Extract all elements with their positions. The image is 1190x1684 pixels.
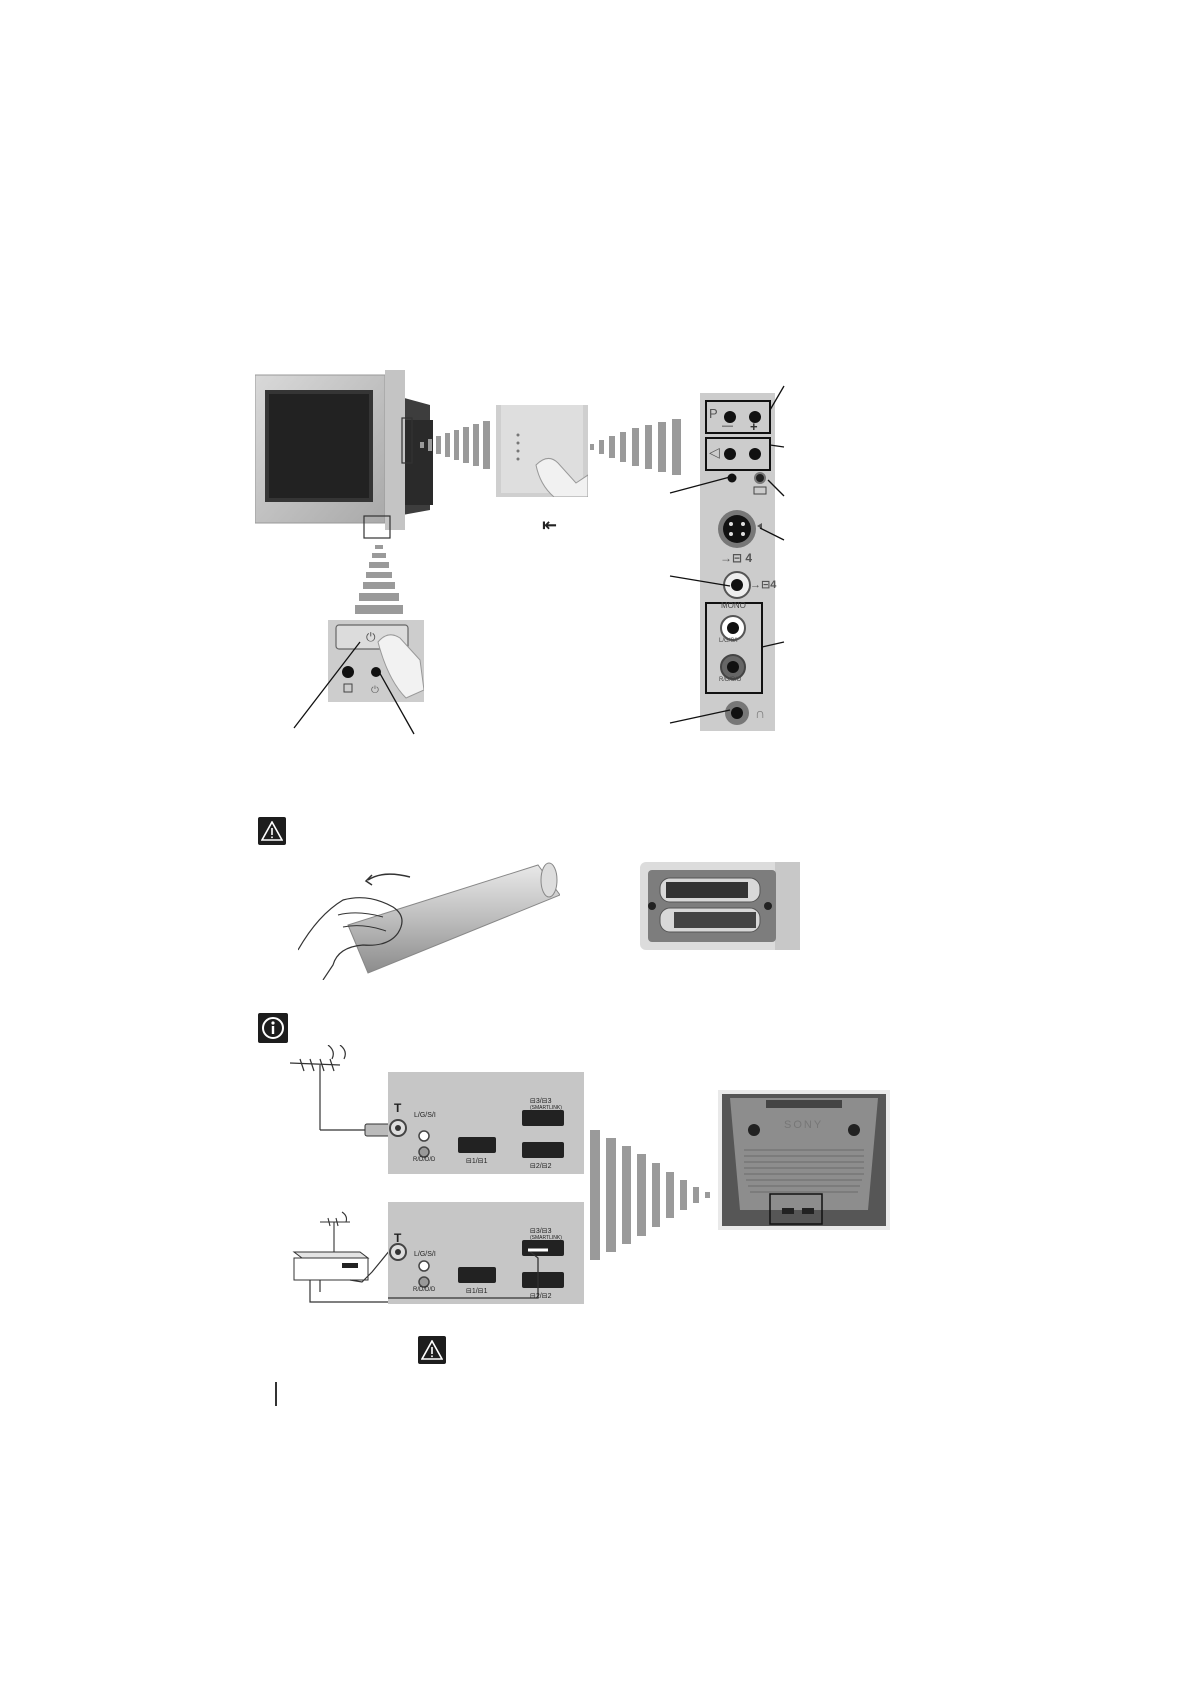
rear-audio-right-label-2: R/D/D/D xyxy=(413,1287,436,1293)
rear-panel-antenna-details xyxy=(389,1110,564,1158)
front-panel-callout-lines xyxy=(669,385,785,724)
rear-audio-right-label: R/D/D/D xyxy=(413,1157,436,1163)
volume-plus-button xyxy=(749,448,761,460)
info-icon xyxy=(262,1017,284,1039)
program-minus-button xyxy=(724,411,736,423)
program-plus-label: + xyxy=(750,419,758,434)
menu-button-symbol: ⇤ xyxy=(542,515,558,535)
warning-triangle-icon xyxy=(421,1340,443,1360)
sony-brand-label: SONY xyxy=(784,1119,824,1131)
power-symbol: ⏻ xyxy=(366,630,376,644)
decoder-connection-illustration xyxy=(292,1211,410,1303)
antenna-cable-illustration xyxy=(290,1045,394,1137)
rear-audio-left-label-2: L/G/S/I xyxy=(414,1251,436,1258)
mono-label: MONO xyxy=(721,601,746,610)
page-margin-line xyxy=(275,1382,277,1406)
tv-front-illustration xyxy=(255,370,433,539)
info-box-connections xyxy=(258,1013,288,1043)
antenna-input-label-2: T xyxy=(394,1231,402,1245)
warning-triangle-icon xyxy=(261,821,283,841)
program-plus-button xyxy=(749,411,761,423)
standby-symbol: ⏻ xyxy=(371,685,379,696)
volume-symbol: ◁ xyxy=(709,444,720,460)
front-panel-details xyxy=(705,400,771,725)
zoom-wedge-side-panel xyxy=(420,421,490,469)
side-panel-closeup xyxy=(496,405,588,497)
power-panel-closeup xyxy=(328,620,424,702)
program-minus-label: — xyxy=(722,420,733,432)
scart3-sub-label-2: (SMARTLINK) xyxy=(530,1235,562,1241)
tv-rear-illustration xyxy=(718,1090,890,1230)
remote-opening-illustration xyxy=(298,862,560,980)
video-label: →⊟4 xyxy=(750,579,777,591)
scart1-label-2: ⊟1/⊟1 xyxy=(466,1288,488,1295)
warning-box-connections xyxy=(418,1336,446,1364)
zoom-wedge-power-panel xyxy=(355,545,403,614)
scart3-label-2: ⊟3/⊟3 xyxy=(530,1228,552,1235)
s-video-label: →⊟ 4 xyxy=(720,551,753,565)
scart2-label-2: ⊟2/⊟2 xyxy=(530,1293,552,1300)
zoom-wedge-rear xyxy=(590,1130,710,1260)
program-label: P xyxy=(709,406,718,421)
headphone-icon: ∩ xyxy=(755,705,766,721)
volume-minus-button xyxy=(724,448,736,460)
audio-left-label: L/G/S/I xyxy=(719,638,738,644)
battery-compartment-illustration xyxy=(640,862,800,950)
scart3-label: ⊟3/⊟3 xyxy=(530,1098,552,1105)
rear-audio-left-label: L/G/S/I xyxy=(414,1112,436,1119)
warning-box-batteries xyxy=(258,817,286,845)
audio-right-label: R/D/D/D xyxy=(719,677,742,683)
scart2-label: ⊟2/⊟2 xyxy=(530,1163,552,1170)
antenna-input-label: T xyxy=(394,1101,402,1115)
zoom-wedge-front-panel xyxy=(590,419,681,475)
scart1-label: ⊟1/⊟1 xyxy=(466,1158,488,1165)
rear-panel-decoder-details xyxy=(388,1240,564,1299)
scart3-sub-label: (SMARTLINK) xyxy=(530,1105,562,1111)
power-panel-callout-lines xyxy=(293,641,415,735)
